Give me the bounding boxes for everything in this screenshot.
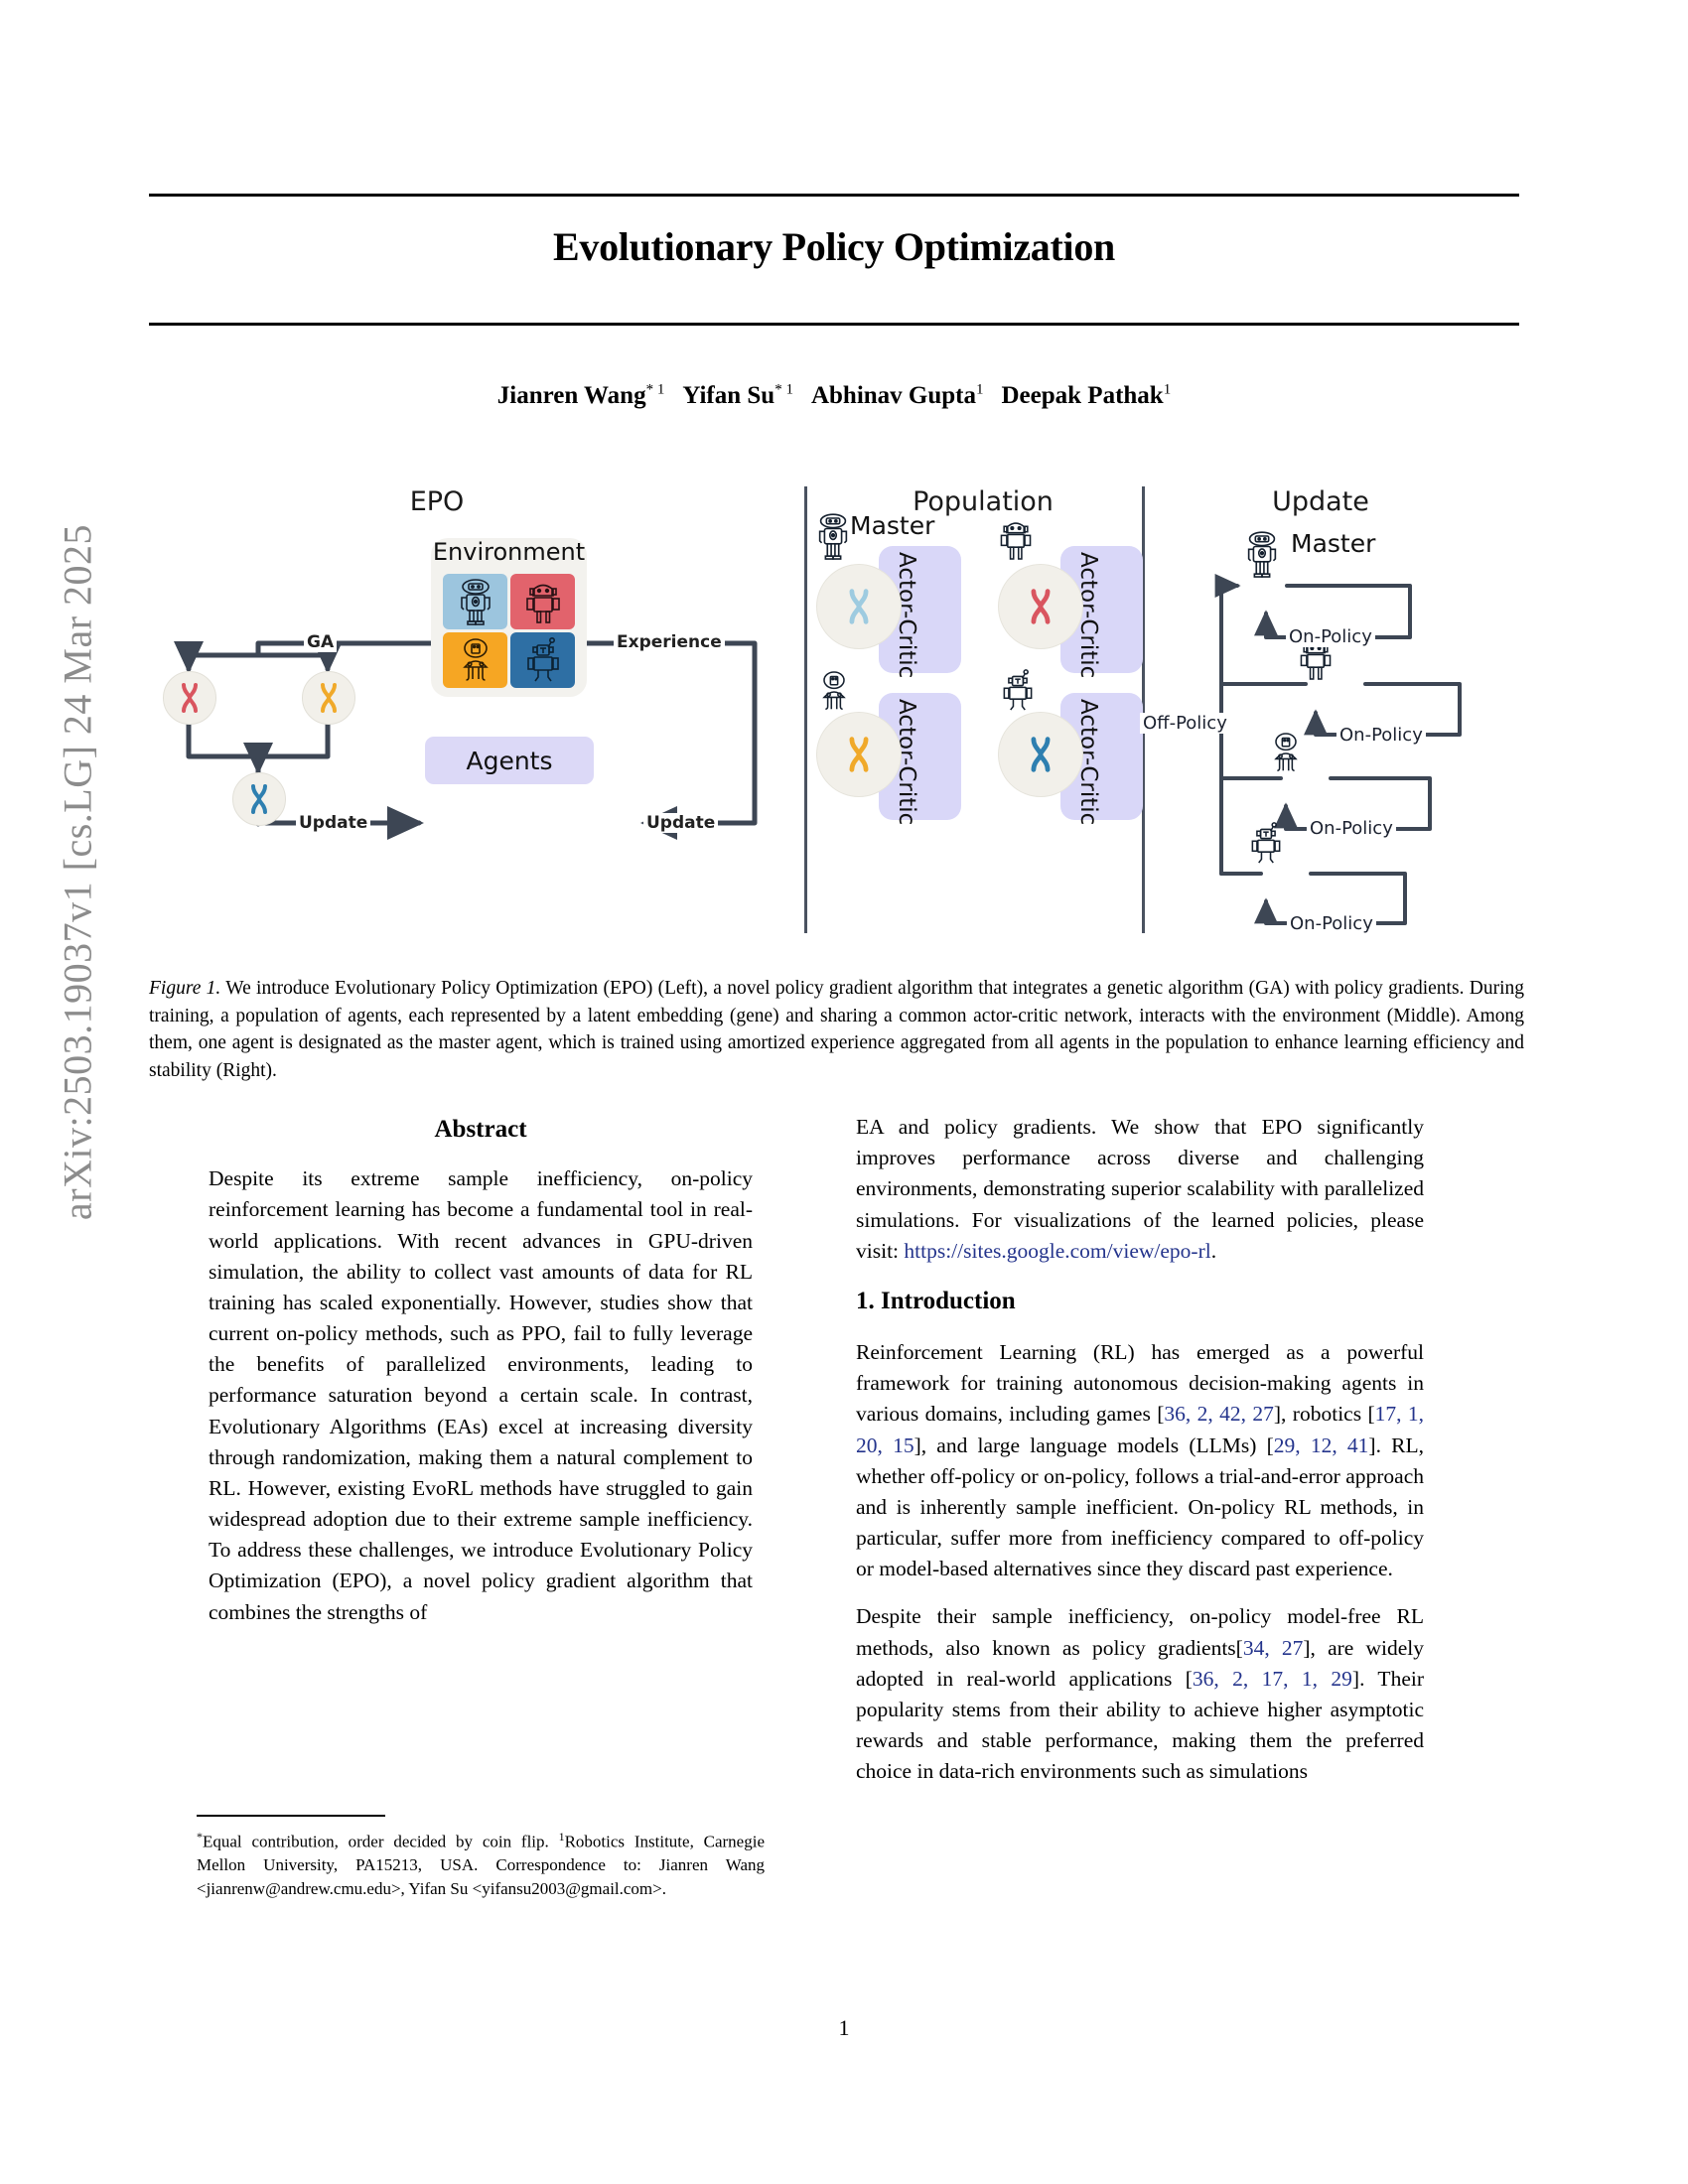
panel-divider-right <box>1142 486 1145 933</box>
author-affiliation-mark: * 1 <box>645 382 665 398</box>
chromosome-icon-orange-2 <box>849 737 869 772</box>
robot-icon-boxy <box>525 584 560 623</box>
population-gene-3 <box>816 712 902 797</box>
page-title: Evolutionary Policy Optimization <box>553 224 1115 269</box>
chromosome-icon-red-2 <box>1031 589 1051 624</box>
intro-paragraph-2: Despite their sample inefficiency, on-po… <box>856 1601 1424 1787</box>
policy-label-on-4: On-Policy <box>1287 913 1376 934</box>
population-gene-4 <box>998 712 1083 797</box>
robot-icon-dome <box>462 638 489 681</box>
footnote-part1: Equal contribution, order decided by coi… <box>203 1832 559 1851</box>
caption-text: We introduce Evolutionary Policy Optimiz… <box>149 978 1524 1082</box>
panel-divider-left <box>804 486 807 933</box>
environment-tile-grid <box>443 574 575 688</box>
abstract-continuation: EA and policy gradients. We show that EP… <box>856 1112 1424 1267</box>
policy-label-off: Off-Policy <box>1140 713 1230 734</box>
paragraph-text: ]. RL, whether off-policy or on-policy, … <box>856 1433 1424 1581</box>
abstract-body: Despite its extreme sample inefficiency,… <box>209 1166 753 1624</box>
paragraph-text: ]. Their popularity stems from their abi… <box>856 1666 1424 1784</box>
page-number: 1 <box>838 2015 850 2040</box>
column-right: EA and policy gradients. We show that EP… <box>856 1112 1424 1805</box>
master-label-population: Master <box>850 511 935 540</box>
population-gene-2 <box>998 564 1083 649</box>
column-left: Abstract Despite its extreme sample inef… <box>197 1112 765 1628</box>
flow-label-experience: Experience <box>614 632 725 652</box>
chromosome-icon-blue <box>251 784 267 814</box>
panel-title-epo: EPO <box>409 486 465 517</box>
gene-parent-b <box>302 671 355 725</box>
env-tile-robot-3 <box>443 632 507 688</box>
robot-icon-antenna-update <box>1251 822 1281 864</box>
author-affiliation-mark: 1 <box>1163 382 1172 398</box>
policy-label-on-2: On-Policy <box>1336 725 1426 746</box>
paragraph-text: Despite their sample inefficiency, on-po… <box>856 1604 1424 1660</box>
robot-icon-humanoid <box>460 579 491 625</box>
section-heading-introduction: 1. Introduction <box>856 1287 1016 1314</box>
robot-icon-dome-update <box>1274 733 1298 772</box>
chromosome-icon-blue-2 <box>1031 737 1051 772</box>
citation-ref[interactable]: 36, 2, 17, 1, 29 <box>1192 1666 1352 1691</box>
footnote-affiliation-mark: 1 <box>558 1830 565 1843</box>
robot-icon-antenna <box>526 636 559 682</box>
intro-paragraph-1: Reinforcement Learning (RL) has emerged … <box>856 1337 1424 1584</box>
chromosome-icon-lightblue <box>849 589 869 624</box>
abstract-heading: Abstract <box>434 1116 527 1143</box>
title-rule-top <box>149 194 1519 197</box>
robot-icon-antenna-population <box>1003 669 1033 711</box>
footnote-part2: Robotics Institute, Carnegie Mellon Univ… <box>197 1832 765 1898</box>
robot-icon-dome-population <box>822 671 846 711</box>
env-tile-robot-1 <box>443 574 507 629</box>
author-entry: Abhinav Gupta1 <box>810 382 984 410</box>
author-entry: Deepak Pathak1 <box>1001 382 1172 410</box>
flow-label-update-left: Update <box>296 813 371 833</box>
robot-icon-master-update <box>1247 531 1277 578</box>
abstract-continuation-end: . <box>1210 1238 1217 1263</box>
figure-caption: Figure 1. We introduce Evolutionary Poli… <box>149 975 1524 1085</box>
author-affiliation-mark: * 1 <box>774 382 793 398</box>
author-affiliation-mark: 1 <box>976 382 984 398</box>
caption-lead: Figure 1. <box>149 978 221 999</box>
agents-box: Agents <box>425 737 594 784</box>
citation-ref[interactable]: 36, 2, 42, 27 <box>1164 1402 1274 1427</box>
footnote: *Equal contribution, order decided by co… <box>197 1829 765 1900</box>
paragraph-text: ], and large language models (LLMs) [ <box>914 1433 1274 1457</box>
policy-label-on-3: On-Policy <box>1307 818 1396 839</box>
citation-ref[interactable]: 17, 1, 20, 15 <box>856 1402 1425 1457</box>
footnote-star: * <box>197 1830 203 1843</box>
abstract-continuation-text: EA and policy gradients. We show that EP… <box>856 1115 1424 1263</box>
environment-label: Environment <box>432 538 586 566</box>
flow-label-ga: GA <box>304 632 338 652</box>
project-website-link[interactable]: https://sites.google.com/view/epo-rl <box>904 1238 1211 1263</box>
flow-label-update-right: Update <box>643 813 719 833</box>
chromosome-icon-red <box>182 683 198 713</box>
author-entry: Jianren Wang* 1 <box>496 382 665 410</box>
master-label-update: Master <box>1291 529 1376 558</box>
panel-title-update: Update <box>1272 486 1369 517</box>
author-entry: Yifan Su* 1 <box>682 382 793 410</box>
citation-ref[interactable]: 29, 12, 41 <box>1273 1433 1369 1457</box>
figure-1: EPO Population Update Environment <box>149 486 1524 953</box>
paragraph-text: ], are widely adopted in real-world appl… <box>856 1635 1425 1691</box>
robot-icon-boxy-population <box>1000 522 1032 560</box>
gene-parent-a <box>163 671 216 725</box>
citation-ref[interactable]: 34, 27 <box>1242 1635 1304 1660</box>
population-gene-1 <box>816 564 902 649</box>
panel-title-population: Population <box>913 486 1054 517</box>
title-rule-bottom <box>149 323 1519 326</box>
gene-child <box>232 772 286 826</box>
policy-label-on-1: On-Policy <box>1286 626 1375 647</box>
arxiv-stamp: arXiv:2503.19037v1 [cs.LG] 24 Mar 2025 <box>55 523 100 1221</box>
env-tile-robot-4 <box>510 632 575 688</box>
author-list: Jianren Wang* 1 Yifan Su* 1 Abhinav Gupta1… <box>149 382 1519 410</box>
robot-icon-master-population <box>818 513 848 560</box>
footnote-rule <box>197 1815 385 1817</box>
chromosome-icon-orange <box>321 683 337 713</box>
paragraph-text: ], robotics [ <box>1273 1402 1375 1427</box>
env-tile-robot-2 <box>510 574 575 629</box>
paragraph-text: Reinforcement Learning (RL) has emerged … <box>856 1340 1424 1427</box>
